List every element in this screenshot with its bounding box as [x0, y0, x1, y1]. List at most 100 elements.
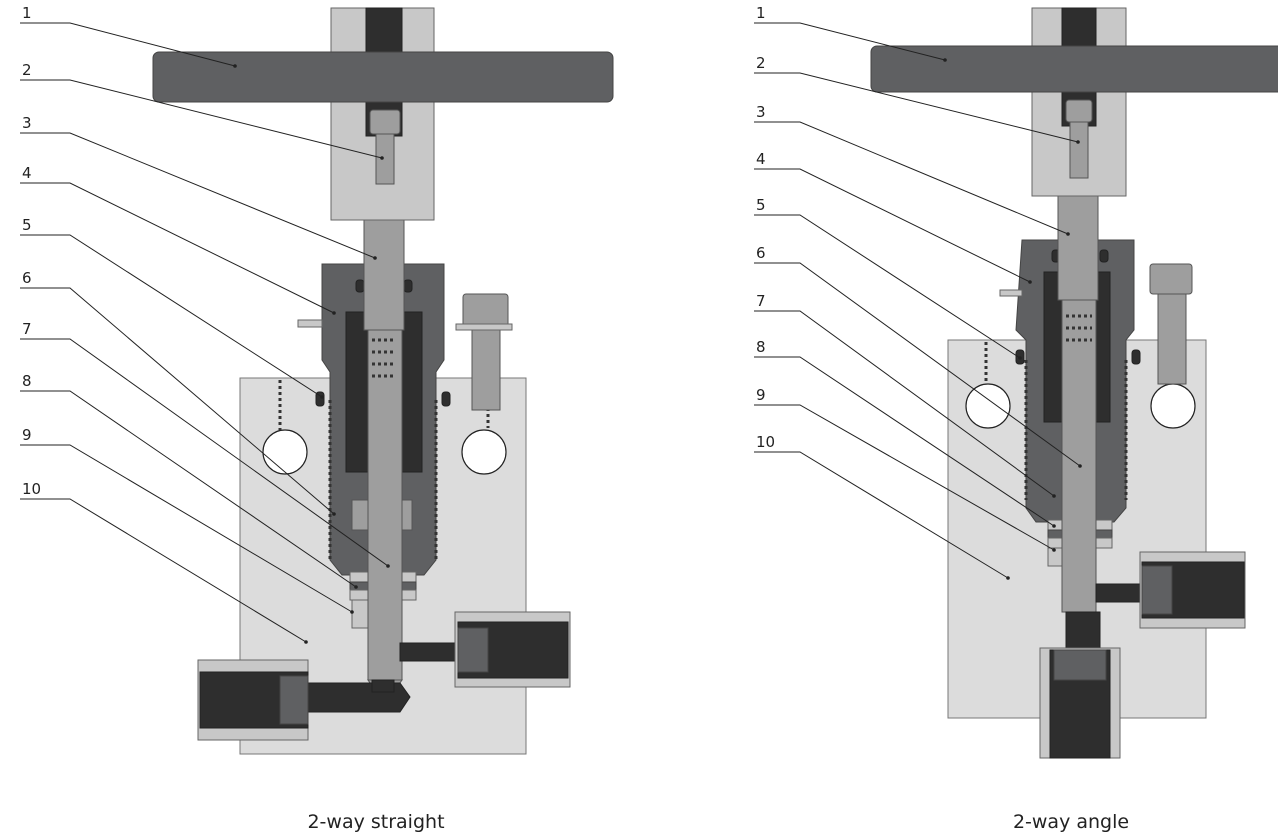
callout-number: 1 — [756, 4, 766, 22]
leader-dot — [320, 395, 324, 399]
callouts-angle: 1 2 3 4 5 6 7 8 9 10 — [754, 4, 1082, 580]
callout-number: 10 — [22, 480, 41, 498]
callout-number: 6 — [22, 269, 32, 287]
leader-line — [20, 79, 383, 159]
callout-number: 6 — [756, 244, 766, 262]
leader-line — [20, 182, 335, 314]
bolt-head — [1149, 263, 1193, 295]
handle — [870, 45, 1278, 93]
leader-line — [20, 22, 236, 67]
callout-number: 8 — [22, 372, 32, 390]
leader-dot — [1028, 280, 1032, 284]
leader-line — [20, 234, 323, 398]
bolt-shank — [1157, 293, 1187, 385]
stem-lower — [1061, 299, 1097, 613]
leader-dot — [386, 564, 390, 568]
leader-line — [754, 72, 1079, 143]
leader-dot — [1052, 548, 1056, 552]
leader-dot — [233, 64, 237, 68]
outlet-channel — [1095, 583, 1147, 603]
callout-number: 5 — [22, 216, 32, 234]
callout-number: 9 — [22, 426, 32, 444]
washer — [455, 323, 513, 331]
leader-line — [754, 262, 1081, 467]
leader-line — [754, 451, 1009, 579]
leader-line — [754, 310, 1055, 497]
leader-dot — [1052, 494, 1056, 498]
port-nut-right — [1141, 565, 1173, 615]
valve-straight — [152, 7, 614, 755]
leader-dot — [380, 156, 384, 160]
caption-angle: 2-way angle — [1013, 811, 1129, 833]
knob-bore — [1061, 7, 1097, 49]
set-screw-head — [369, 109, 401, 135]
set-screw-head — [1065, 99, 1093, 123]
stem-thread — [1066, 314, 1092, 342]
bolt-shank — [471, 329, 501, 411]
lock-pin — [297, 319, 323, 328]
o-ring-body-right — [1131, 349, 1141, 365]
leader-line — [20, 390, 357, 588]
leader-dot — [304, 640, 308, 644]
valve-angle — [870, 7, 1278, 759]
leader-dot — [332, 311, 336, 315]
callout-number: 2 — [756, 54, 766, 72]
callout-number: 9 — [756, 386, 766, 404]
leader-dot — [1018, 356, 1022, 360]
o-ring-right — [1099, 249, 1109, 263]
stem-thread — [372, 338, 396, 378]
callout-number: 1 — [22, 4, 32, 22]
leader-dot — [373, 256, 377, 260]
leader-line — [20, 132, 376, 259]
mounting-hole-left — [965, 383, 1011, 429]
lock-pin — [999, 289, 1023, 297]
leader-dot — [1052, 524, 1056, 528]
leader-line — [20, 444, 353, 613]
callout-number: 2 — [22, 61, 32, 79]
leader-line — [754, 214, 1021, 359]
mounting-hole-right — [1150, 383, 1196, 429]
port-nut-bottom — [1053, 649, 1107, 681]
leader-dot — [1066, 232, 1070, 236]
handle — [152, 51, 614, 103]
o-ring-body-right — [441, 391, 451, 407]
leader-dot — [332, 512, 336, 516]
leader-line — [754, 168, 1031, 283]
callout-number: 7 — [22, 320, 32, 338]
mounting-hole-right — [461, 429, 507, 475]
port-nut-left — [279, 675, 309, 725]
port-nut-right — [457, 627, 489, 673]
leader-dot — [354, 585, 358, 589]
mounting-hole-left — [262, 429, 308, 475]
o-ring-left — [355, 279, 365, 293]
leader-dot — [350, 610, 354, 614]
callout-number: 4 — [756, 150, 766, 168]
leader-dot — [1078, 464, 1082, 468]
leader-line — [20, 338, 389, 567]
seat-port — [371, 679, 395, 693]
outlet-channel — [399, 642, 461, 662]
o-ring-right — [403, 279, 413, 293]
leader-line — [20, 498, 307, 643]
leader-dot — [943, 58, 947, 62]
leader-line — [20, 287, 335, 515]
callout-number: 7 — [756, 292, 766, 310]
callout-number: 3 — [22, 114, 32, 132]
leader-line — [754, 404, 1055, 551]
set-screw-shank — [1069, 121, 1089, 179]
callouts-straight: 1 2 3 4 5 6 7 8 9 10 — [20, 4, 390, 644]
leader-dot — [1006, 576, 1010, 580]
leader-dot — [1076, 140, 1080, 144]
knob-bore — [365, 7, 403, 55]
leader-line — [754, 356, 1055, 527]
callout-number: 8 — [756, 338, 766, 356]
callout-number: 3 — [756, 103, 766, 121]
leader-line — [754, 22, 946, 61]
callout-number: 4 — [22, 164, 32, 182]
callout-number: 10 — [756, 433, 775, 451]
leader-line — [754, 121, 1069, 235]
stem-lower — [367, 329, 403, 681]
callout-number: 5 — [756, 196, 766, 214]
caption-straight: 2-way straight — [307, 811, 444, 833]
